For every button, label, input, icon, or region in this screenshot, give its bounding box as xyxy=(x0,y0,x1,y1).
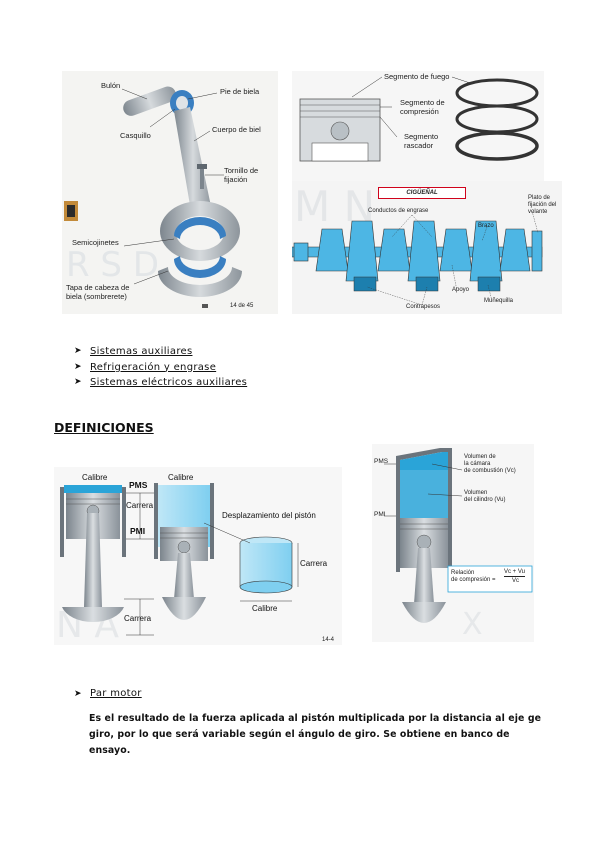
formula-numerator: Vc + Vu xyxy=(504,569,525,577)
bullet-list: ➤Sistemas auxiliares ➤Refrigeración y en… xyxy=(74,344,247,391)
label-casquillo: Casquillo xyxy=(120,131,151,140)
arrow-bullet-icon: ➤ xyxy=(74,346,82,356)
svg-text:R S D: R S D xyxy=(66,245,159,285)
label-semicojinetes: Semicojinetes xyxy=(72,238,119,247)
arrow-bullet-icon: ➤ xyxy=(74,361,82,372)
label-carrera-mid: Carrera xyxy=(126,501,154,510)
label-pie-biela: Pie de biela xyxy=(220,87,260,96)
label-pms: PMS xyxy=(374,458,389,465)
formula-denominator: Vc xyxy=(512,578,520,584)
label-bulon: Bulón xyxy=(101,81,121,90)
label-pms: PMS xyxy=(129,480,148,490)
label-munequilla: Muñequilla xyxy=(484,298,514,304)
label-segmento-rascador: Segmento rascador xyxy=(404,132,439,150)
label-pmi: PMI xyxy=(374,511,386,518)
par-motor-heading: ➤ Par motor xyxy=(74,688,142,699)
list-item: ➤Sistemas eléctricos auxiliares xyxy=(74,375,247,391)
label-carrera-cyl: Carrera xyxy=(300,559,328,568)
label-brazo: Brazo xyxy=(478,223,494,229)
bore-stroke-figure: N A xyxy=(54,467,342,645)
label-contrapesos: Contrapesos xyxy=(406,304,441,310)
label-calibre-cyl: Calibre xyxy=(252,604,278,613)
crankshaft-title: CIGÜEÑAL xyxy=(378,187,466,199)
list-item: ➤Sistemas auxiliares xyxy=(74,344,247,360)
svg-text:X: X xyxy=(462,607,483,642)
label-tapa: Tapa de cabeza de biela (sombrerete) xyxy=(66,283,130,301)
label-cuerpo-biela: Cuerpo de biel xyxy=(212,125,261,134)
label-segmento-fuego: Segmento de fuego xyxy=(384,72,450,81)
par-motor-description: Es el resultado de la fuerza aplicada al… xyxy=(89,713,542,756)
label-calibre-left: Calibre xyxy=(82,473,108,482)
label-volumen-camara: Volumen de la cámara de combustión (Vc) xyxy=(464,454,516,474)
section-heading: DEFINICIONES xyxy=(54,420,154,435)
label-volumen-cilindro: Volumen del cilindro (Vu) xyxy=(464,490,506,503)
list-item: ➤Refrigeración y engrase xyxy=(74,360,247,376)
piston-rings-illustration xyxy=(299,76,539,162)
compression-ratio-figure: X PMS PMI Volumen de la cámara de combus… xyxy=(372,444,534,642)
label-carrera-bottom: Carrera xyxy=(124,614,152,623)
bore-stroke-illustration: N A xyxy=(56,483,299,645)
piston-rings-figure: Segmento de fuego Segmento de compresión… xyxy=(292,71,544,181)
crankshaft-figure: M N xyxy=(292,181,562,314)
label-tornillo: Tornillo de fijación xyxy=(224,166,259,184)
label-relacion: Relación de compresión = xyxy=(451,570,496,583)
arrow-bullet-icon: ➤ xyxy=(74,377,82,387)
crankshaft-illustration: M N xyxy=(292,182,543,306)
label-plato: Plato de fijación del volante xyxy=(528,195,557,215)
label-pmi: PMI xyxy=(130,526,146,536)
connecting-rod-figure: R S D Bulón Pie de biela Casquillo Cu xyxy=(62,71,278,314)
label-calibre-right: Calibre xyxy=(168,473,194,482)
page-ref: 14-4 xyxy=(322,637,335,643)
connecting-rod-illustration: R S D xyxy=(64,86,242,308)
compression-ratio-illustration: X xyxy=(384,448,533,642)
label-conductos: Conductos de engrase xyxy=(368,208,429,214)
page-ref: 14 de 45 xyxy=(230,303,254,309)
label-desplazamiento: Desplazamiento del pistón xyxy=(222,511,316,520)
label-apoyo: Apoyo xyxy=(452,287,470,293)
label-segmento-compresion: Segmento de compresión xyxy=(400,98,445,116)
arrow-bullet-icon: ➤ xyxy=(74,688,82,699)
